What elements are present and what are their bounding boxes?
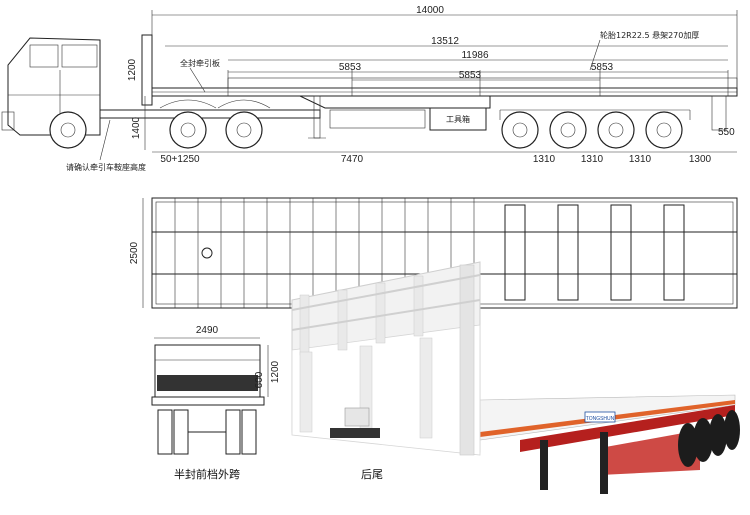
dim-front-width: 2490 [196, 325, 219, 336]
headboard-rails [291, 274, 481, 331]
note-kingpin-plate: 全封牵引板 [180, 58, 220, 68]
kingpin [201, 247, 213, 259]
tractor-chassis [100, 109, 321, 119]
wheel-hub [60, 122, 76, 138]
dim-deck-height: 1400 [131, 116, 142, 139]
wheel-arch [159, 99, 271, 109]
dim-axle-spacing-2: 1310 [581, 154, 604, 165]
dim-spacing-b: 5853 [459, 70, 482, 81]
note-saddle-height: 请确认牵引车鞍座高度 [66, 162, 146, 172]
side-guard [329, 109, 426, 129]
dim-front-wall-height: 1200 [127, 58, 138, 81]
kingpin-bracket [344, 407, 370, 427]
dim-overall-length: 14000 [416, 5, 444, 16]
front-wheels [157, 409, 257, 455]
brand-plate [584, 411, 616, 423]
note-tire-spec: 轮胎12R22.5 悬架270加厚 [600, 30, 699, 40]
front-wall-slats [157, 375, 258, 391]
landing-leg [313, 95, 321, 139]
wheel-hub [180, 122, 196, 138]
wheel-hub [236, 122, 252, 138]
suspension-frame [600, 430, 700, 475]
leader-line [99, 119, 111, 161]
caption-front-view: 半封前档外跨 [174, 467, 240, 481]
red-chassis [520, 405, 735, 452]
dim-axle-spacing-1: 1310 [533, 154, 556, 165]
front-wall [141, 34, 153, 106]
front-deck [151, 396, 265, 406]
dim-rear-height: 550 [718, 127, 735, 138]
dim-front-offset: 50+1250 [160, 154, 200, 165]
gooseneck [152, 95, 491, 109]
tractor-cab [7, 37, 101, 136]
cab-window [29, 44, 59, 68]
tractor-front-wheel [49, 111, 87, 149]
dim-rear-overhang: 1300 [689, 154, 712, 165]
toolbox-label: 工具箱 [446, 114, 470, 124]
dim-front-height-2: 1200 [270, 360, 281, 383]
photo-landing-leg [600, 432, 608, 494]
dim-spacing-c: 5853 [591, 62, 614, 73]
dim-trailer-length: 13512 [431, 36, 459, 47]
toolbox [429, 107, 487, 131]
leader-line [189, 67, 206, 93]
axle-assemblies-top [504, 204, 685, 301]
stake-pockets [227, 70, 729, 96]
bumper [1, 111, 15, 131]
trailer-photo: TONGSHUN 后尾 [291, 261, 740, 494]
leader-line [589, 39, 601, 71]
tractor-drive-wheel [225, 111, 263, 149]
dim-kingpin-to-axle: 7470 [341, 154, 364, 165]
trailer-axles [499, 109, 691, 149]
photo-landing-leg [540, 440, 548, 490]
rear-bumper [711, 95, 727, 131]
caption-rear: 后尾 [361, 468, 383, 481]
cross-members [174, 198, 475, 308]
front-view: 2490 600 1200 半封前档外跨 [151, 325, 281, 481]
side-rail [227, 77, 738, 89]
dim-platform-length: 11986 [461, 50, 489, 61]
dim-top-width: 2500 [129, 241, 140, 264]
tractor-drive-wheel [169, 111, 207, 149]
photo-wheels [678, 410, 740, 467]
dim-axle-spacing-3: 1310 [629, 154, 652, 165]
side-view: 14000 13512 11986 5853 5853 5853 1200 [1, 5, 738, 172]
brand-plate-text: TONGSHUN [586, 416, 615, 422]
kingpin-plate [330, 428, 380, 438]
dim-front-height-1: 600 [254, 371, 265, 388]
dim-spacing-a: 5853 [339, 62, 362, 73]
cab-window [61, 44, 98, 68]
